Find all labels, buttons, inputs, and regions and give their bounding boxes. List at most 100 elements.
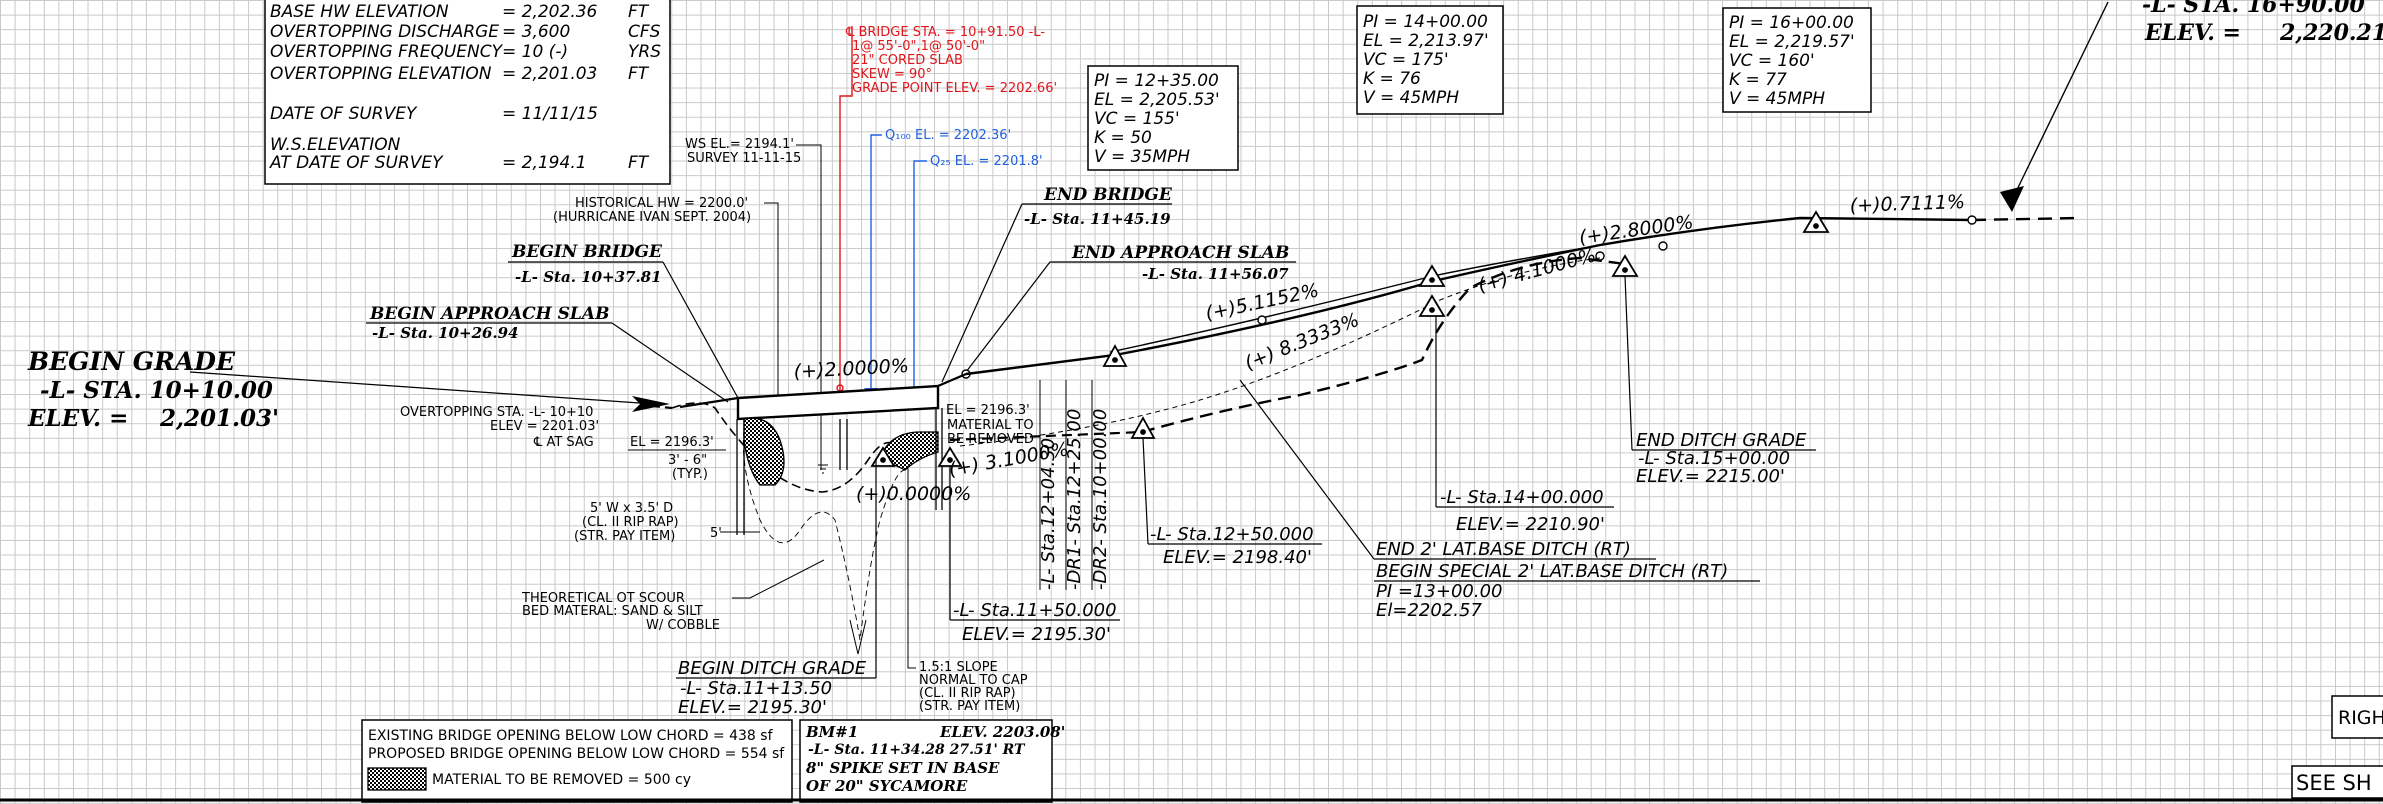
ditch-callouts: BEGIN DITCH GRADE -L- Sta.11+13.50 ELEV.… <box>676 275 1816 718</box>
benchmark-station: -L- Sta. 11+34.28 27.51' RT <box>808 742 1026 758</box>
pi-3-speed: V = 45MPH <box>1729 89 1825 109</box>
ditch-1400-sta: -L- Sta.14+00.000 <box>1440 487 1604 508</box>
ws-elevation-value: = 2,194.1 <box>502 153 587 173</box>
bridge-deck <box>736 384 940 421</box>
end-approach-slab-title: END APPROACH SLAB <box>1071 243 1289 263</box>
pi-3-station: PI = 16+00.00 <box>1729 13 1854 33</box>
ditch-1150-elev: ELEV.= 2195.30' <box>962 624 1111 645</box>
begin-bridge-title: BEGIN BRIDGE <box>511 242 663 262</box>
bridge-note-line-3: 21" CORED SLAB <box>852 53 963 68</box>
material-label-1: MATERIAL TO <box>947 418 1034 433</box>
grade-2-8-percent: (+)2.8000% <box>1578 211 1695 249</box>
ditch-1250-elev: ELEV.= 2198.40' <box>1163 547 1312 568</box>
base-hw-unit: FT <box>628 2 650 22</box>
material-label-2: BE REMOVED <box>947 432 1034 447</box>
lat-ditch-pi: PI =13+00.00 <box>1376 581 1502 602</box>
pi-2-speed: V = 45MPH <box>1363 88 1459 108</box>
overtopping-discharge-label: OVERTOPPING DISCHARGE <box>270 22 499 42</box>
pi-box-2: PI = 14+00.00 EL = 2,213.97' VC = 175' K… <box>1356 5 1504 115</box>
ditch-grade-dashed <box>1141 256 1626 434</box>
annotations: WS EL.= 2194.1' SURVEY 11-11-15 HISTORIC… <box>400 137 1034 714</box>
begin-bridge: BEGIN BRIDGE -L- Sta. 10+37.81 <box>508 242 739 399</box>
hydraulic-data-box: BASE HW ELEVATION = 2,202.36 FT OVERTOPP… <box>264 0 671 185</box>
q100-leader <box>870 134 882 390</box>
five-foot-dim: 5' <box>710 526 722 541</box>
end-approach-slab: END APPROACH SLAB -L- Sta. 11+56.07 <box>961 243 1296 379</box>
benchmark-elev: ELEV. 2203.08' <box>939 723 1065 741</box>
riprap-class: (CL. II RIP RAP) <box>582 515 679 530</box>
begin-grade-label: BEGIN GRADE -L- STA. 10+10.00 ELEV. = 2,… <box>27 347 670 432</box>
ws-elevation-label-2: AT DATE OF SURVEY <box>269 153 444 173</box>
overtopping-frequency-unit: YRS <box>628 42 661 62</box>
typ-dimension: 3' - 6" <box>668 453 707 468</box>
base-hw-value: = 2,202.36 <box>502 2 598 22</box>
pi-2-station: PI = 14+00.00 <box>1363 12 1488 32</box>
lat-ditch-end: END 2' LAT.BASE DITCH (RT) <box>1376 539 1631 560</box>
right-edge: RIGHT SEE SH <box>2291 695 2383 799</box>
vertical-label-dr2: -DR2- Sta.10+00.00 <box>1090 409 1111 590</box>
pi-3-vc: VC = 160' <box>1729 51 1815 71</box>
historical-hw-event: (HURRICANE IVAN SEPT. 2004) <box>553 210 751 225</box>
bridge-note-line-4: SKEW = 90° <box>852 67 932 82</box>
date-of-survey-value: = 11/11/15 <box>502 104 598 124</box>
end-bridge: END BRIDGE -L- Sta. 11+45.19 <box>941 185 1173 383</box>
pi-3-elevation: EL = 2,219.57' <box>1729 32 1855 52</box>
vertical-label-l: -L- Sta.12+04.30 <box>1038 438 1059 590</box>
begin-ditch-title: BEGIN DITCH GRADE <box>678 658 867 679</box>
legend-existing-opening: EXISTING BRIDGE OPENING BELOW LOW CHORD … <box>368 728 774 744</box>
end-ditch-elev: ELEV.= 2215.00' <box>1636 466 1785 487</box>
pi-2-elevation: EL = 2,213.97' <box>1363 31 1489 51</box>
begin-grade-station: -L- STA. 10+10.00 <box>40 377 273 404</box>
ditch-1150-sta: -L- Sta.11+50.000 <box>953 600 1117 621</box>
end-approach-slab-sta: -L- Sta. 11+56.07 <box>1142 265 1289 283</box>
scour-label-1: THEORETICAL OT SCOUR <box>521 591 685 606</box>
bridge-note: ℄ BRIDGE STA. = 10+91.50 -L- 1@ 55'-0",1… <box>836 25 1057 392</box>
pi-1-k: K = 50 <box>1094 128 1152 148</box>
pi-1-vc: VC = 155' <box>1094 109 1180 129</box>
overtopping-discharge-unit: CFS <box>628 22 661 42</box>
benchmark-desc-2: OF 20" SYCAMORE <box>806 777 968 795</box>
ws-survey-date: SURVEY 11-11-15 <box>687 151 801 166</box>
slope-label-4: (STR. PAY ITEM) <box>919 699 1020 714</box>
pi-3-k: K = 77 <box>1729 70 1787 90</box>
ws-survey-elev: WS EL.= 2194.1' <box>685 137 794 152</box>
end-grade-elev-value: 2,220.21' <box>2279 20 2383 46</box>
base-hw-label: BASE HW ELEVATION <box>270 2 449 22</box>
pi-1-speed: V = 35MPH <box>1094 147 1190 167</box>
grade-2-percent: (+)2.0000% <box>793 355 909 383</box>
slope-label-1: 1.5:1 SLOPE <box>919 660 998 675</box>
vertical-label-dr1: -DR1- Sta.12+25.00 <box>1064 409 1085 590</box>
grade-0-7-percent: (+)0.7111% <box>1849 191 1965 217</box>
bridge-structure <box>671 372 967 655</box>
benchmark-desc-1: 8" SPIKE SET IN BASE <box>806 759 1000 777</box>
overtopping-sta-label: OVERTOPPING STA. -L- 10+10 <box>400 405 593 420</box>
begin-bridge-sta: -L- Sta. 10+37.81 <box>515 268 662 286</box>
benchmark-title: BM#1 <box>805 723 858 741</box>
q25-leader <box>913 160 927 398</box>
legend-proposed-opening: PROPOSED BRIDGE OPENING BELOW LOW CHORD … <box>368 746 785 762</box>
pi-1-elevation: EL = 2,205.53' <box>1094 90 1220 110</box>
right-riprap <box>879 431 939 471</box>
legend-box: EXISTING BRIDGE OPENING BELOW LOW CHORD … <box>361 719 793 803</box>
begin-approach-slab-title: BEGIN APPROACH SLAB <box>369 304 609 324</box>
ditch-profile <box>651 256 1626 447</box>
overtopping-sta-elev: ELEV = 2201.03' <box>490 419 599 434</box>
overtopping-elevation-value: = 2,201.03 <box>502 64 597 84</box>
left-riprap <box>743 417 785 486</box>
pi-box-3: PI = 16+00.00 EL = 2,219.57' VC = 160' K… <box>1722 7 1872 113</box>
bridge-centerline <box>839 26 853 392</box>
pi-box-1: PI = 12+35.00 EL = 2,205.53' VC = 155' K… <box>1087 65 1239 171</box>
scour-label-3: W/ COBBLE <box>646 618 720 633</box>
riprap-size: 5' W x 3.5' D <box>590 501 673 516</box>
lat-ditch-begin: BEGIN SPECIAL 2' LAT.BASE DITCH (RT) <box>1376 561 1728 582</box>
bridge-note-line-1: ℄ BRIDGE STA. = 10+91.50 -L- <box>845 25 1045 40</box>
ditch-0-percent: (+)0.0000% <box>856 483 971 505</box>
slope-label-3: (CL. II RIP RAP) <box>919 686 1016 701</box>
begin-approach-slab-sta: -L- Sta. 10+26.94 <box>372 324 519 342</box>
date-of-survey-label: DATE OF SURVEY <box>270 104 418 124</box>
pi-markers <box>870 210 1830 467</box>
pi-2-k: K = 76 <box>1363 69 1421 89</box>
end-ditch-title: END DITCH GRADE <box>1636 430 1807 451</box>
overtopping-frequency-label: OVERTOPPING FREQUENCY <box>270 42 504 62</box>
